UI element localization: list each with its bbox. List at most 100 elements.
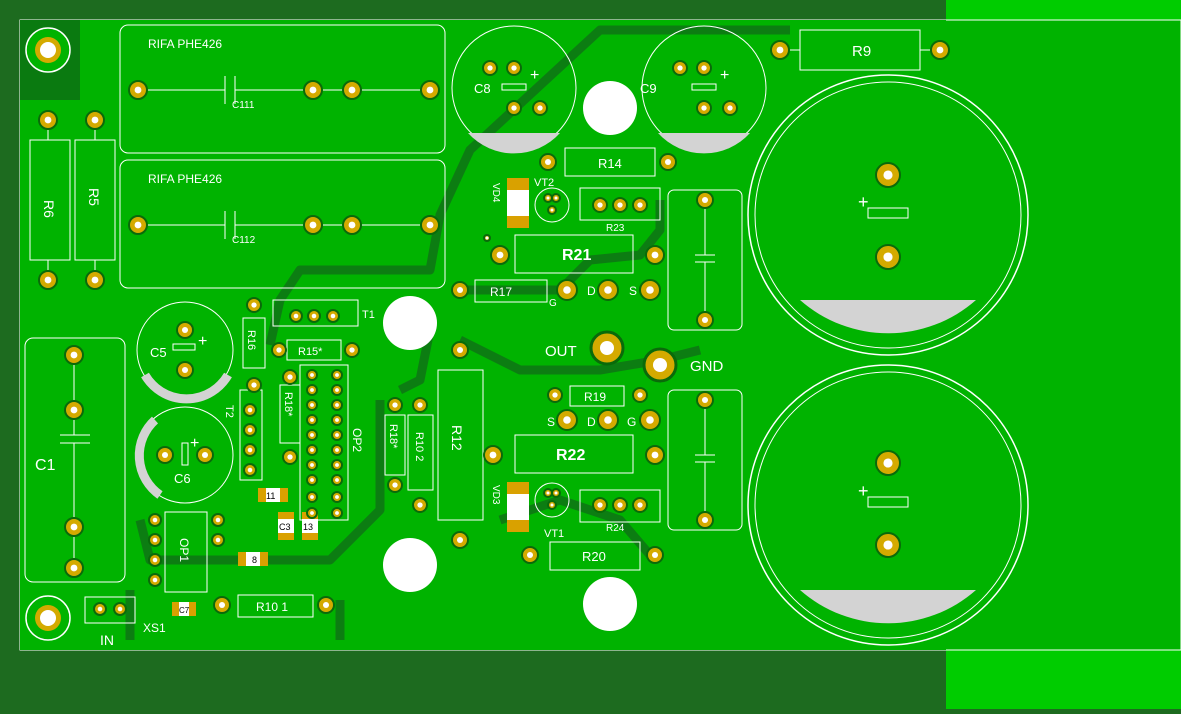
xs1-label: XS1 bbox=[143, 621, 166, 635]
solder-pad-hole bbox=[310, 463, 314, 467]
terminal-hole bbox=[600, 341, 614, 355]
solder-pad-hole bbox=[563, 416, 571, 424]
solder-pad-hole bbox=[646, 416, 654, 424]
r101-label: R10 1 bbox=[256, 600, 288, 614]
solder-pad-hole bbox=[293, 313, 299, 319]
solder-pad-hole bbox=[134, 86, 142, 94]
smd-13-label: 13 bbox=[303, 522, 313, 532]
solder-pad-hole bbox=[251, 302, 257, 308]
solder-pad-hole bbox=[664, 158, 672, 166]
solder-pads bbox=[38, 40, 950, 616]
solder-pad-hole bbox=[637, 392, 643, 398]
solder-pad-hole bbox=[335, 373, 339, 377]
solder-pad-hole bbox=[550, 208, 554, 212]
solder-pad-hole bbox=[348, 221, 356, 229]
solder-pad-hole bbox=[322, 601, 330, 609]
solder-pad-hole bbox=[936, 46, 944, 54]
resistor-r101-body bbox=[237, 594, 314, 618]
transistor-t1-outline bbox=[272, 299, 359, 327]
big-cap-bottom-plus: + bbox=[858, 481, 869, 501]
pin-d-bottom-label: D bbox=[587, 415, 596, 429]
solder-pad-hole bbox=[701, 196, 709, 204]
solder-pad-hole bbox=[309, 221, 317, 229]
solder-pad-hole bbox=[310, 403, 314, 407]
r19-label: R19 bbox=[584, 390, 606, 404]
solder-pad-hole bbox=[201, 451, 209, 459]
solder-pad-hole bbox=[310, 495, 314, 499]
solder-pad-hole bbox=[392, 402, 398, 408]
solder-pad-hole bbox=[617, 502, 623, 508]
c5-label: C5 bbox=[150, 345, 167, 360]
r15-label: R15* bbox=[298, 346, 323, 358]
solder-pad-hole bbox=[152, 537, 158, 543]
solder-pad-hole bbox=[335, 403, 339, 407]
solder-pad-hole bbox=[651, 551, 659, 559]
solder-pad-hole bbox=[310, 373, 314, 377]
resistor-r6-body bbox=[29, 139, 71, 261]
silkscreen-labels: RIFA PHE426 C111 RIFA PHE426 C112 C1 C5 … bbox=[35, 37, 871, 648]
solder-pad-hole bbox=[617, 202, 623, 208]
solder-pad-hole bbox=[604, 286, 612, 294]
r102-label: R10 2 bbox=[413, 432, 425, 461]
ic-op1-outline bbox=[164, 511, 208, 593]
solder-pad-hole bbox=[550, 503, 554, 507]
r22-label: R22 bbox=[556, 447, 585, 464]
capacitor-c5-outline bbox=[136, 301, 234, 404]
ic-op2-outline bbox=[299, 364, 349, 521]
capacitor-right-upper-outline bbox=[667, 189, 743, 331]
solder-pad-hole bbox=[883, 252, 893, 262]
big-capacitor-top bbox=[747, 74, 1029, 356]
resistor-r22-body bbox=[514, 434, 634, 474]
solder-pad-hole bbox=[335, 388, 339, 392]
diode-vd4 bbox=[507, 178, 529, 228]
capacitor-right-lower-outline bbox=[667, 389, 743, 531]
solder-pad-hole bbox=[637, 202, 643, 208]
resistor-r17-body bbox=[474, 279, 548, 303]
capacitor-c1-outline bbox=[24, 337, 126, 583]
capacitor-c6-outline bbox=[134, 406, 234, 504]
vt1-label: VT1 bbox=[544, 528, 564, 540]
solder-pad-hole bbox=[335, 418, 339, 422]
solder-pad-hole bbox=[526, 551, 534, 559]
solder-pad-hole bbox=[597, 502, 603, 508]
solder-pad-hole bbox=[152, 557, 158, 563]
solder-pad-hole bbox=[496, 251, 504, 259]
solder-pad-hole bbox=[215, 517, 221, 523]
solder-pad-hole bbox=[218, 601, 226, 609]
mounting-holes bbox=[25, 27, 637, 641]
solder-pad-hole bbox=[335, 433, 339, 437]
diode-vd3 bbox=[507, 482, 529, 532]
solder-pad-hole bbox=[456, 536, 464, 544]
r21-label: R21 bbox=[562, 247, 591, 264]
solder-pad-hole bbox=[276, 347, 282, 353]
board-fill bbox=[20, 20, 946, 650]
vd3-label: VD3 bbox=[490, 485, 501, 505]
capacitor-c8-outline bbox=[451, 25, 577, 154]
solder-pad-hole bbox=[456, 286, 464, 294]
r18a-label: R18* bbox=[282, 392, 294, 417]
solder-pad-hole bbox=[546, 196, 550, 200]
solder-pad-hole bbox=[310, 511, 314, 515]
big-cap-top-plus: + bbox=[858, 192, 869, 212]
solder-pad-hole bbox=[117, 606, 123, 612]
solder-pad-hole bbox=[701, 396, 709, 404]
c9-label: C9 bbox=[640, 81, 657, 96]
solder-pad-hole bbox=[776, 46, 784, 54]
solder-pad-hole bbox=[161, 451, 169, 459]
solder-pad-hole bbox=[91, 116, 99, 124]
vt2-label: VT2 bbox=[534, 177, 554, 189]
pin-d-top-label: D bbox=[587, 284, 596, 298]
resistor-r19-body bbox=[569, 385, 625, 407]
r18b-label: R18* bbox=[387, 424, 399, 449]
c8-label: C8 bbox=[474, 81, 491, 96]
connector-xs1-outline bbox=[84, 596, 136, 624]
solder-pad-hole bbox=[287, 374, 293, 380]
solder-pad-hole bbox=[348, 86, 356, 94]
capacitor-c9-outline bbox=[641, 25, 767, 154]
solder-pad-hole bbox=[247, 447, 253, 453]
resistor-r14-body bbox=[564, 147, 656, 177]
solder-pad-hole bbox=[546, 491, 550, 495]
solder-pad-hole bbox=[392, 482, 398, 488]
